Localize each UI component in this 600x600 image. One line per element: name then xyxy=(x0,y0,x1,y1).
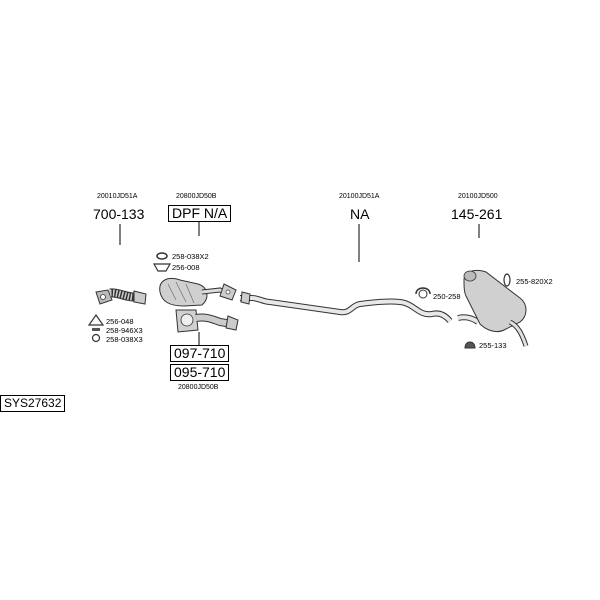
rubber-mount-icon xyxy=(503,273,511,287)
bolt-icon xyxy=(92,328,100,331)
front-pipe-part xyxy=(95,288,147,305)
accessory-label-bolt[interactable]: 258-946X3 xyxy=(106,326,143,335)
accessory-label-gasket[interactable]: 258-038X2 xyxy=(172,252,209,261)
gasket-icon xyxy=(156,252,168,260)
oem-code-front-pipe: 20010JD51A xyxy=(97,193,138,200)
oem-code-rear-silencer: 20100JD500 xyxy=(458,193,498,200)
accessory-label-nut[interactable]: 258-038X3 xyxy=(106,335,143,344)
part-number-middle-pipe[interactable]: NA xyxy=(350,206,370,222)
rear-silencer-part xyxy=(457,269,529,347)
triangle-gasket-icon xyxy=(87,313,105,326)
system-code: SYS27632 xyxy=(0,395,66,412)
part-number-front-pipe[interactable]: 700-133 xyxy=(93,206,145,222)
accessory-label-rubber-mount[interactable]: 255-820X2 xyxy=(516,277,553,286)
middle-pipe-part xyxy=(240,291,453,323)
clamp-icon xyxy=(152,263,172,272)
part-number-dpf[interactable]: DPF N/A xyxy=(168,205,232,222)
oem-code-dpf: 20800JD50B xyxy=(176,193,217,200)
lower-catalyst-part xyxy=(175,309,239,333)
oem-code-lower-catalyst: 20800JD50B xyxy=(178,384,219,391)
pipe-clamp-icon xyxy=(415,287,431,299)
oem-code-middle-pipe: 20100JD51A xyxy=(339,193,380,200)
part-number-lower-catalyst-2[interactable]: 095-710 xyxy=(170,364,230,381)
accessory-label-triangle-gasket[interactable]: 256-048 xyxy=(106,317,134,326)
accessory-label-hanger[interactable]: 255-133 xyxy=(479,341,507,350)
accessory-label-pipe-clamp[interactable]: 250-258 xyxy=(433,292,461,301)
catalyst-part xyxy=(159,278,237,307)
accessory-label-clamp[interactable]: 256-008 xyxy=(172,263,200,272)
part-number-rear-silencer[interactable]: 145-261 xyxy=(451,206,503,222)
hanger-icon xyxy=(464,341,476,349)
nut-icon xyxy=(91,333,101,343)
part-number-lower-catalyst-1[interactable]: 097-710 xyxy=(170,345,230,362)
